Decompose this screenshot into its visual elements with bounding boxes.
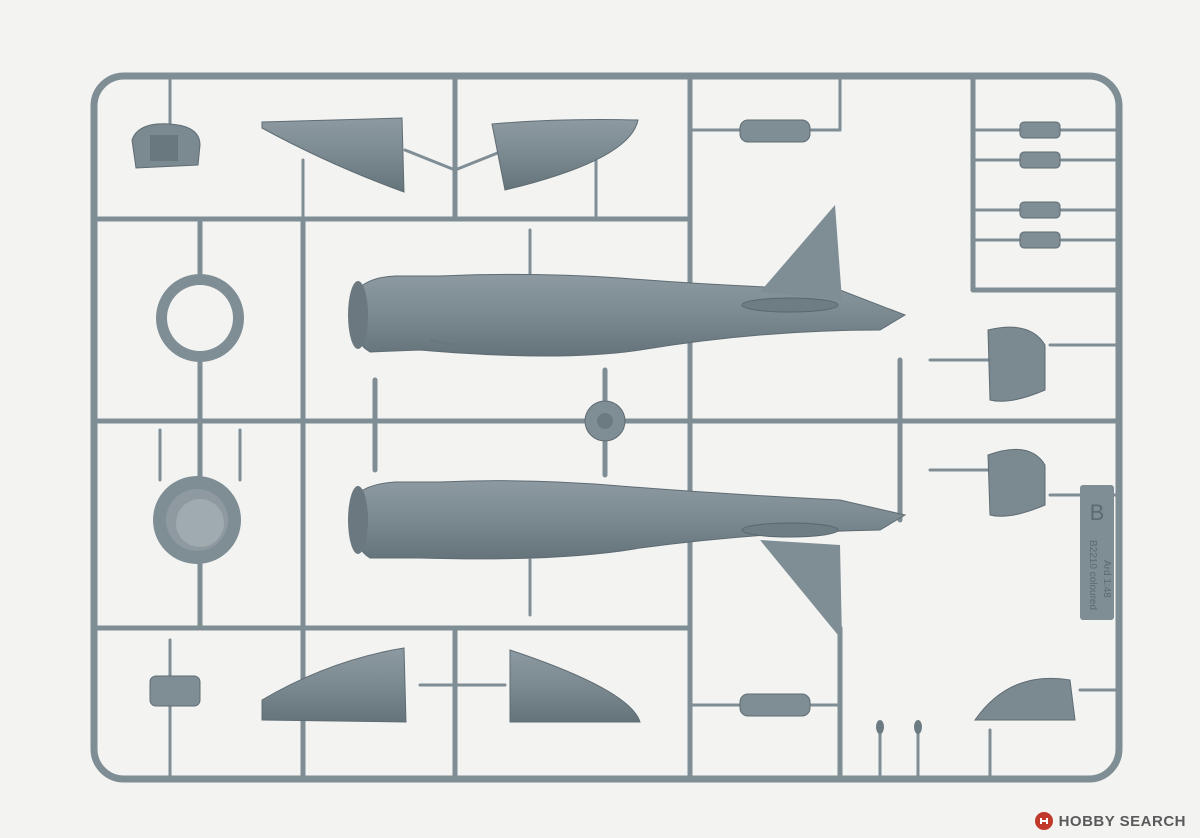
sprue-brand: Ard 1:48 <box>1101 560 1112 598</box>
wing-upper-right <box>491 119 639 191</box>
sprue-tag: B B2210 coloured Ard 1:48 <box>1080 485 1114 620</box>
ring-part <box>156 274 244 362</box>
fuselage-half-lower <box>348 480 907 640</box>
cowl-flap-part <box>974 677 1076 721</box>
hobbysearch-text: HOBBY SEARCH <box>1058 812 1186 830</box>
wing-lower-right <box>509 649 641 723</box>
hobbysearch-watermark: HOBBY SEARCH <box>1034 812 1186 830</box>
hobbysearch-logo-icon <box>1034 812 1053 830</box>
cockpit-part <box>131 123 201 169</box>
sprue-frame <box>90 72 1123 783</box>
canopy-part-lower <box>987 448 1046 517</box>
fuselage-half-upper <box>348 205 907 357</box>
wing-lower-left <box>261 647 407 723</box>
wing-upper-left <box>261 117 405 193</box>
engine-cowling-part <box>153 476 241 564</box>
sprue-gates <box>158 76 1119 781</box>
hub-part <box>584 400 626 442</box>
small-parts-group <box>149 119 1061 717</box>
pin-parts <box>876 720 922 734</box>
sprue-code: B2210 coloured <box>1087 540 1098 610</box>
sprue-letter: B <box>1090 500 1105 525</box>
canopy-part-upper <box>987 326 1046 402</box>
